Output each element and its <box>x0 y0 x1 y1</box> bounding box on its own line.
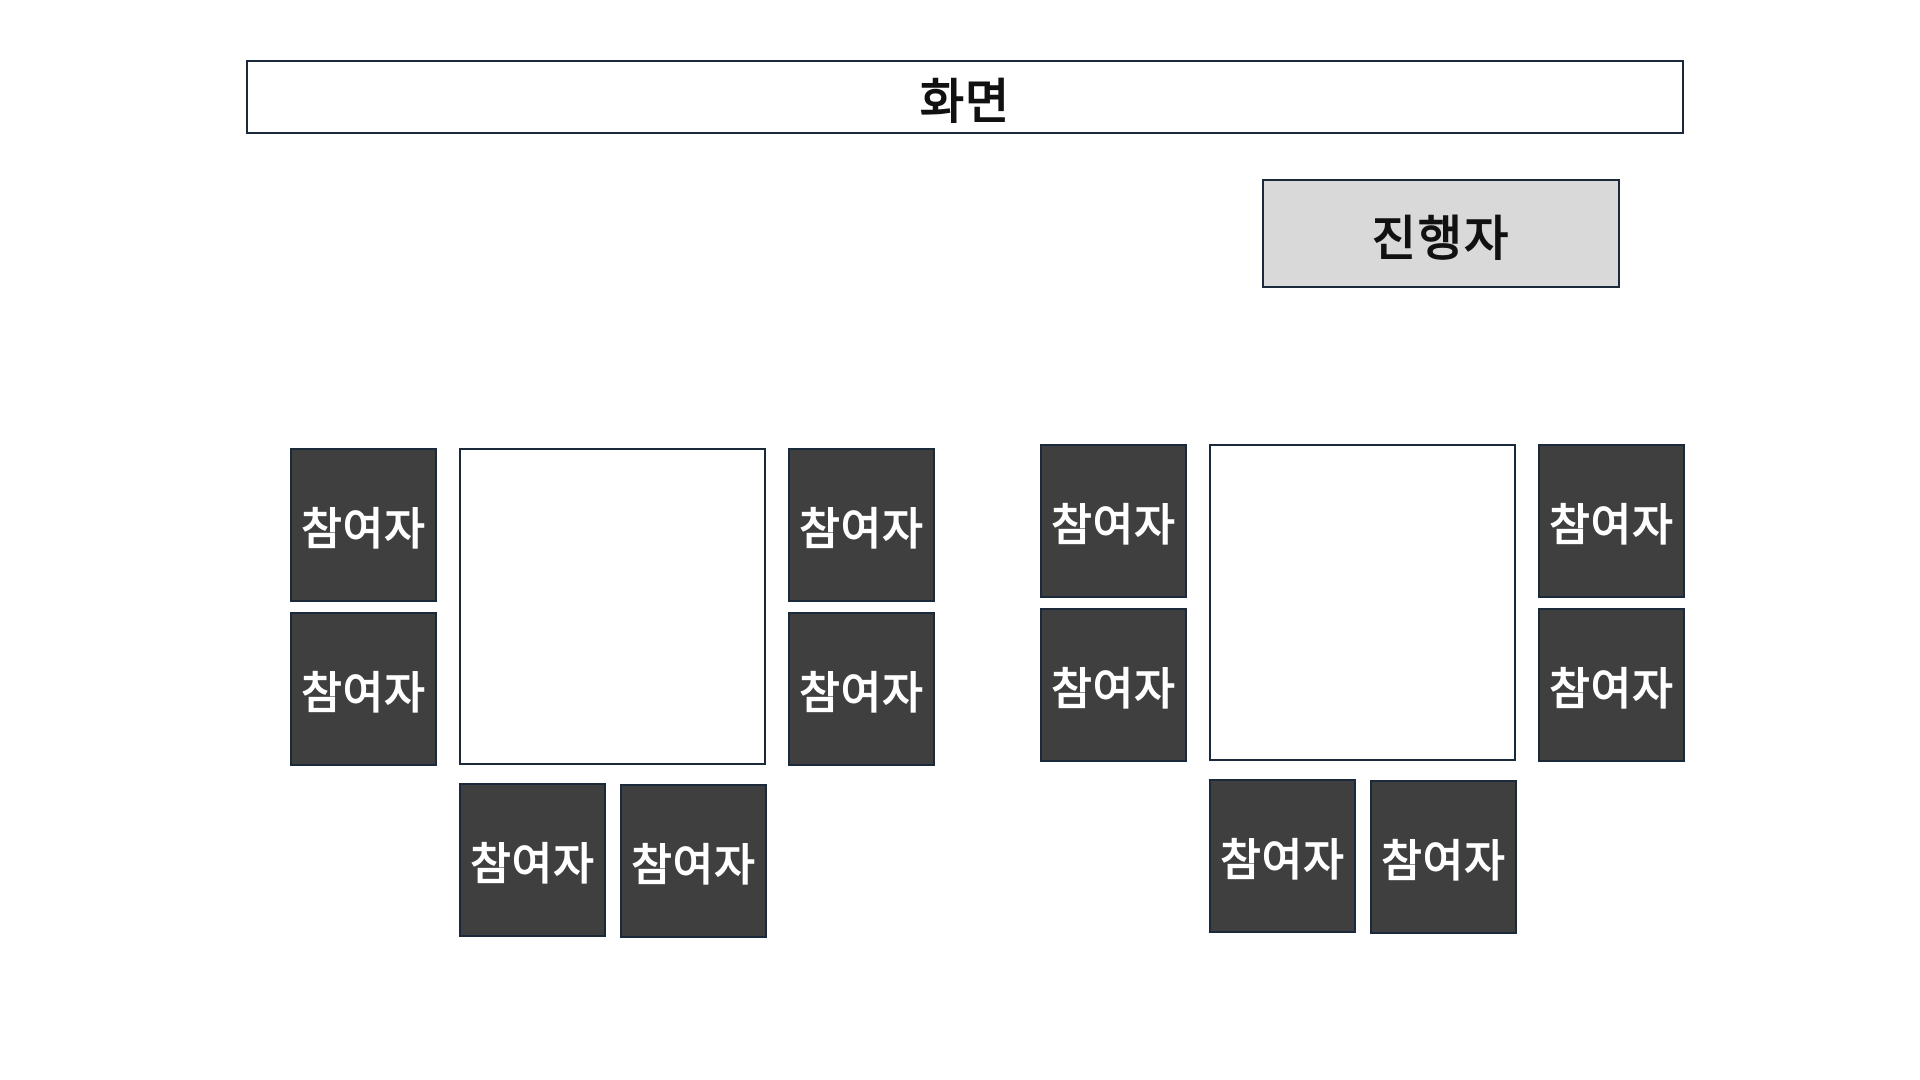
seat-group-2-right-top: 참여자 <box>1538 444 1685 598</box>
seat-group-2-bottom-left: 참여자 <box>1209 779 1356 933</box>
seat-group-1-right-top: 참여자 <box>788 448 935 602</box>
seat-group-2-bottom-right: 참여자 <box>1370 780 1517 934</box>
seat-group-2-right-bottom: 참여자 <box>1538 608 1685 762</box>
seat-group-1-right-bottom: 참여자 <box>788 612 935 766</box>
seat-label: 참여자 <box>1549 500 1674 551</box>
screen-bar: 화면 <box>246 60 1684 134</box>
seat-label: 참여자 <box>301 504 426 555</box>
seat-label: 참여자 <box>1220 835 1345 886</box>
seat-group-1-left-bottom: 참여자 <box>290 612 437 766</box>
seat-group-1-bottom-right: 참여자 <box>620 784 767 938</box>
table-group-2 <box>1209 444 1516 761</box>
seat-group-2-left-bottom: 참여자 <box>1040 608 1187 762</box>
host-box: 진행자 <box>1262 179 1620 288</box>
screen-label: 화면 <box>919 74 1011 130</box>
seat-label: 참여자 <box>301 668 426 719</box>
seat-label: 참여자 <box>631 840 756 891</box>
table-group-1 <box>459 448 766 765</box>
seat-label: 참여자 <box>470 839 595 890</box>
host-label: 진행자 <box>1371 210 1511 267</box>
seat-label: 참여자 <box>1549 664 1674 715</box>
seat-group-1-bottom-left: 참여자 <box>459 783 606 937</box>
seat-label: 참여자 <box>799 504 924 555</box>
seat-label: 참여자 <box>799 668 924 719</box>
seat-label: 참여자 <box>1051 500 1176 551</box>
seat-group-1-left-top: 참여자 <box>290 448 437 602</box>
seat-label: 참여자 <box>1381 836 1506 887</box>
seat-group-2-left-top: 참여자 <box>1040 444 1187 598</box>
seat-label: 참여자 <box>1051 664 1176 715</box>
